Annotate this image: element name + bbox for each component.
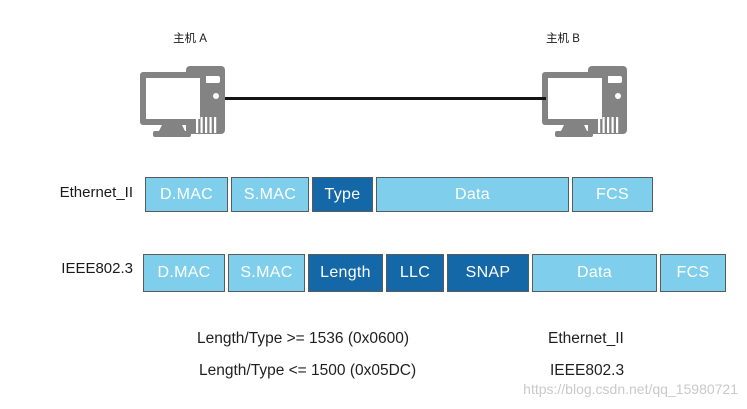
frame-label-ethernet-ii: Ethernet_II — [59, 184, 133, 201]
frame-field-dmac: D.MAC — [143, 254, 225, 292]
host-a-label: 主机 A — [173, 33, 207, 45]
note-ethernet-result: Ethernet_II — [548, 330, 624, 347]
frame-label-ieee802-3: IEEE802.3 — [61, 260, 133, 277]
computer-icon — [542, 66, 627, 137]
frame-field-fcs: FCS — [572, 177, 653, 212]
frame-field-llc: LLC — [386, 254, 444, 292]
frame-field-fcs: FCS — [660, 254, 726, 292]
host-b-label: 主机 B — [546, 33, 580, 45]
network-link-line — [225, 97, 546, 100]
note-ieee-condition: Length/Type <= 1500 (0x05DC) — [199, 362, 417, 379]
note-ieee-result: IEEE802.3 — [550, 362, 625, 379]
frame-field-smac: S.MAC — [231, 177, 309, 212]
note-ethernet-condition: Length/Type >= 1536 (0x0600) — [197, 330, 409, 347]
frame-field-dmac: D.MAC — [145, 177, 228, 212]
frame-field-length: Length — [308, 254, 383, 292]
computer-icon — [140, 66, 225, 137]
frame-field-data: Data — [532, 254, 657, 292]
watermark: https://blog.csdn.net/qq_15980721 — [523, 381, 738, 397]
frame-field-type: Type — [312, 177, 373, 212]
frame-field-smac: S.MAC — [228, 254, 305, 292]
frame-field-data: Data — [376, 177, 569, 212]
frame-field-snap: SNAP — [447, 254, 529, 292]
